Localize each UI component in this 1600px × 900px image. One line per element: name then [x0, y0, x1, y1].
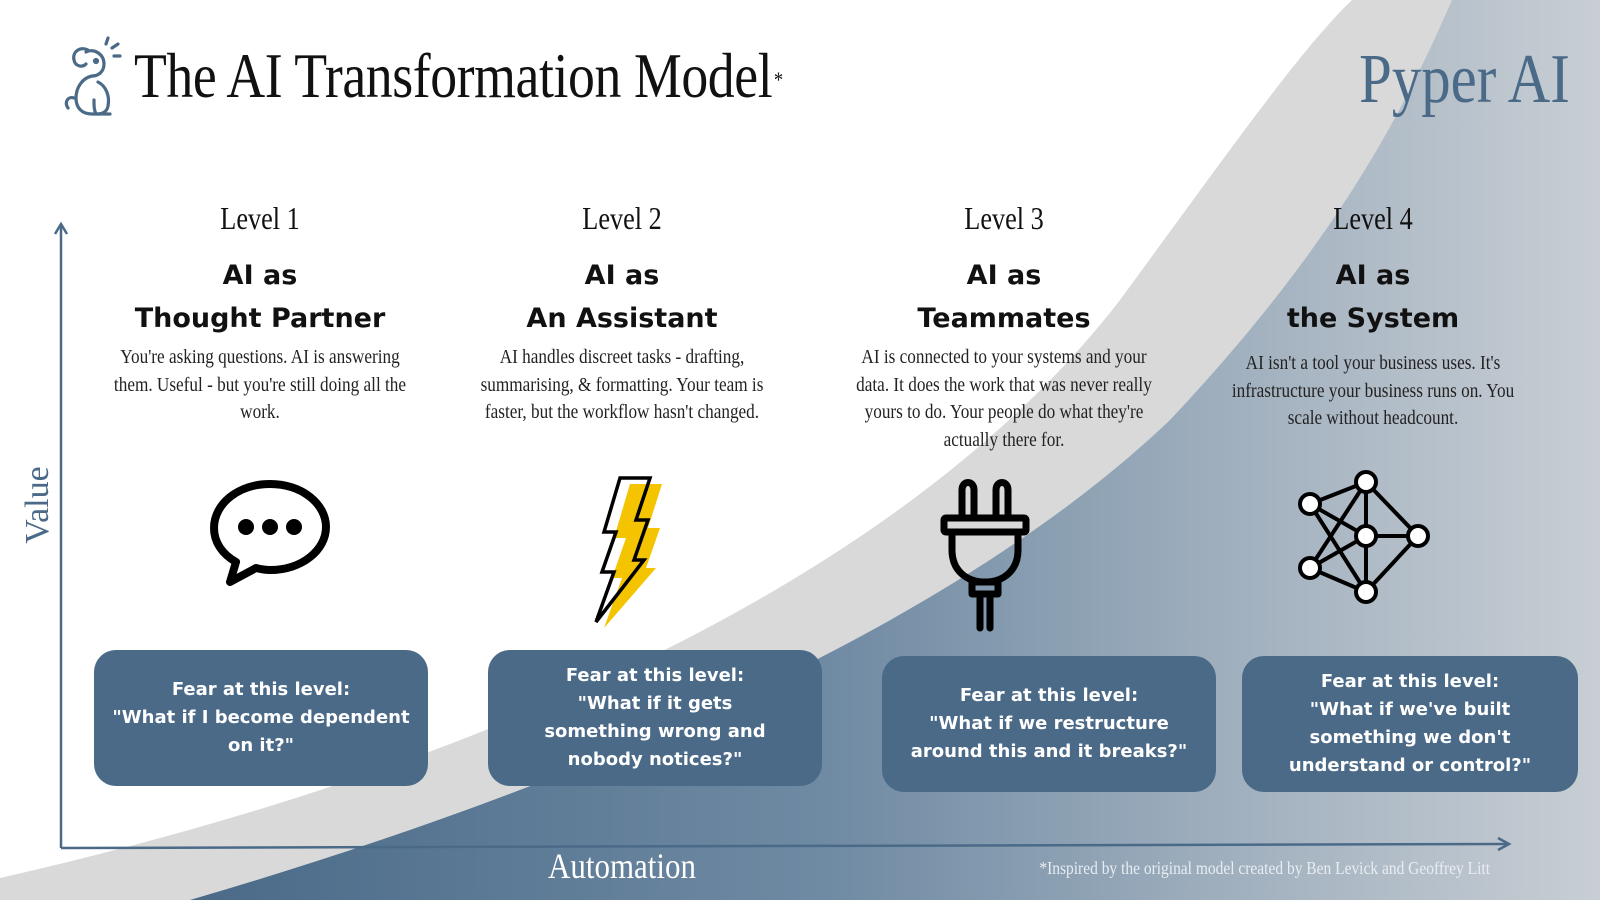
fear-box-level-1: Fear at this level: "What if I become dep…: [94, 650, 428, 786]
x-axis: [60, 842, 1507, 850]
fear-heading: Fear at this level:: [1320, 671, 1500, 692]
power-plug-icon: [940, 479, 1030, 632]
level-description: AI isn't a tool your business uses. It's…: [1231, 352, 1515, 429]
level-label: Level 4: [1333, 200, 1413, 236]
header: The AI Transformation Model*: [58, 36, 906, 118]
fear-box-level-3: Fear at this level: "What if we restructu…: [882, 656, 1216, 792]
dog-mascot-icon: [64, 36, 122, 116]
y-axis-label: Value: [19, 466, 56, 544]
fear-heading: Fear at this level:: [959, 685, 1139, 706]
speech-bubble-icon: [210, 480, 330, 586]
fear-text: "What if I become dependent on it?": [112, 707, 410, 756]
axes: [53, 221, 1512, 852]
brand-name: Pyper AI: [1359, 41, 1570, 118]
lightning-bolt-icon: [594, 476, 662, 628]
fear-heading: Fear at this level:: [171, 679, 351, 700]
fear-text: "What if it gets something wrong and nob…: [544, 693, 766, 770]
level-description: AI is connected to your systems and your…: [856, 346, 1152, 451]
neural-network-icon: [1298, 470, 1430, 604]
fear-heading: Fear at this level:: [565, 665, 745, 686]
fear-text: "What if we've built something we don't …: [1288, 699, 1532, 776]
level-label: Level 3: [964, 200, 1044, 236]
x-axis-label: Automation: [548, 846, 696, 886]
title-footnote-mark: *: [773, 67, 783, 92]
footnote: *Inspired by the original model created …: [1039, 858, 1490, 878]
fear-box-level-4: Fear at this level: "What if we've built …: [1242, 656, 1578, 792]
level-label: Level 2: [582, 200, 662, 236]
level-description: You're asking questions. AI is answering…: [113, 346, 407, 423]
level-description: AI handles discreet tasks - drafting, su…: [480, 346, 764, 423]
fear-text: "What if we restructure around this and …: [910, 713, 1188, 762]
page-title: The AI Transformation Model*: [134, 40, 783, 111]
level-label: Level 1: [220, 200, 300, 236]
fear-box-level-2: Fear at this level: "What if it gets some…: [488, 650, 822, 786]
